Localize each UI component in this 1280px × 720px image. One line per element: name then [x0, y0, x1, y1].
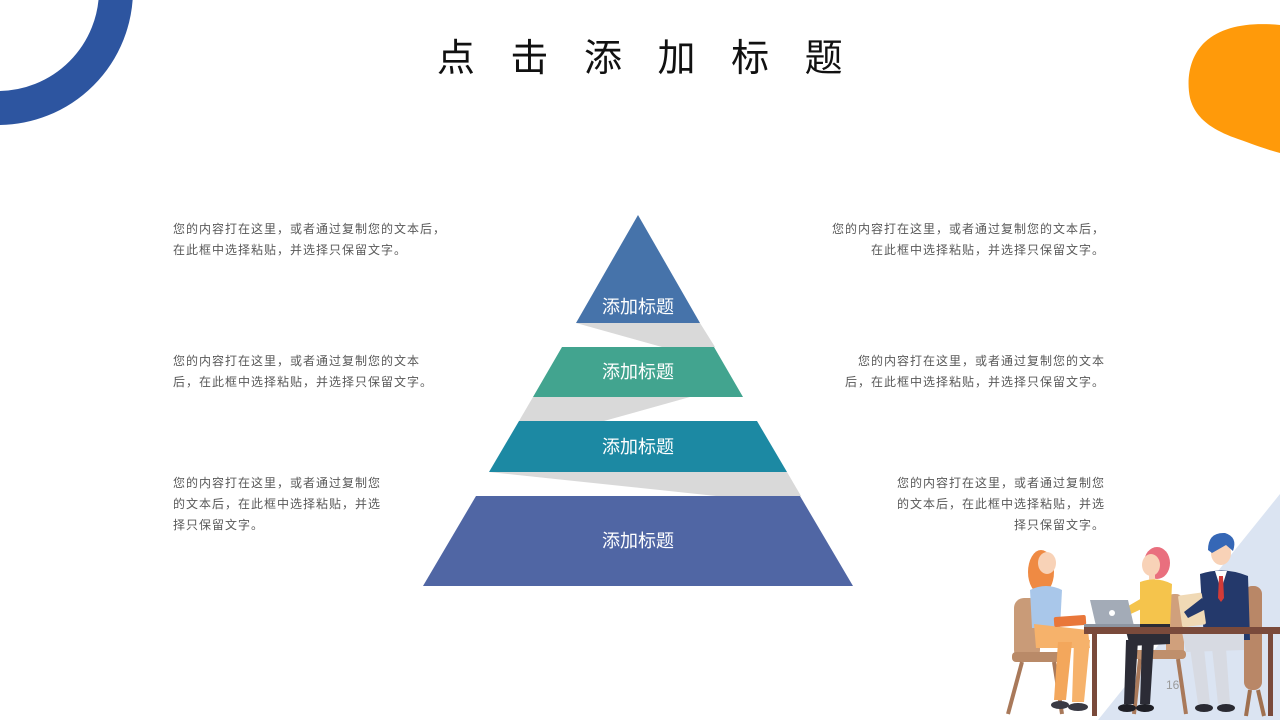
note-line: 择只保留文字。 — [1013, 518, 1105, 532]
note-line: 您的内容打在这里，或者通过复制您的文本 — [857, 354, 1105, 368]
chair-leg — [1132, 658, 1142, 715]
note-line: 在此框中选择粘贴，并选择只保留文字。 — [870, 243, 1105, 257]
orange-blob — [1188, 24, 1280, 153]
shirt — [1140, 579, 1172, 628]
chair-leg — [1244, 689, 1252, 717]
face — [1142, 554, 1160, 576]
note-left-1: 您的内容打在这里，或者通过复制您的文本后， 在此框中选择粘贴，并选择只保留文字。 — [173, 219, 446, 261]
hair — [1208, 532, 1235, 553]
man-figure — [1178, 532, 1250, 712]
pyramid-level-1 — [576, 215, 700, 323]
shoe — [1195, 704, 1213, 712]
chair-leg — [1256, 689, 1266, 717]
woman-left-figure — [1028, 550, 1090, 711]
chair-leg — [1176, 658, 1188, 715]
leg — [1190, 648, 1210, 704]
note-left-2: 您的内容打在这里，或者通过复制您的文本 后，在此框中选择粘贴，并选择只保留文字。 — [173, 351, 433, 393]
desk — [1084, 627, 1280, 716]
arm — [1184, 598, 1208, 618]
chair-seat — [1130, 650, 1186, 659]
tie — [1218, 576, 1224, 602]
team-meeting-illustration — [1006, 532, 1280, 717]
leg — [1140, 640, 1154, 704]
shoe — [1051, 701, 1069, 709]
leg — [1212, 648, 1230, 704]
pyramid-level-2-label: 添加标题 — [602, 362, 674, 382]
note-line: 的文本后，在此框中选择粘贴，并选 — [173, 497, 382, 511]
leg — [1072, 640, 1090, 702]
pants — [1182, 632, 1244, 652]
laptop-base — [1084, 624, 1140, 627]
pyramid-diagram: 添加标题 添加标题 添加标题 添加标题 — [423, 215, 853, 586]
note-right-3: 您的内容打在这里，或者通过复制您 的文本后，在此框中选择粘贴，并选 择只保留文字… — [897, 473, 1105, 536]
chair-leg — [1006, 661, 1024, 715]
note-line: 择只保留文字。 — [173, 518, 265, 532]
pyramid-connector-1 — [576, 323, 715, 347]
leg — [1054, 642, 1072, 700]
note-line: 在此框中选择粘贴，并选择只保留文字。 — [173, 243, 408, 257]
note-line: 您的内容打在这里，或者通过复制您的文本后， — [173, 222, 447, 236]
note-right-1: 您的内容打在这里，或者通过复制您的文本后， 在此框中选择粘贴，并选择只保留文字。 — [832, 219, 1105, 261]
shoe — [1217, 704, 1235, 712]
note-right-2: 您的内容打在这里，或者通过复制您的文本 后，在此框中选择粘贴，并选择只保留文字。 — [845, 351, 1105, 393]
desk-top — [1084, 627, 1280, 634]
laptop-logo — [1109, 610, 1115, 616]
note-line: 后，在此框中选择粘贴，并选择只保留文字。 — [173, 375, 434, 389]
desk-leg — [1092, 634, 1097, 716]
pyramid-level-4 — [423, 496, 853, 586]
note-line: 的文本后，在此框中选择粘贴，并选 — [896, 497, 1105, 511]
desk-leg — [1268, 634, 1273, 716]
pyramid-level-1-label: 添加标题 — [602, 297, 674, 317]
neck — [1149, 574, 1155, 582]
note-line: 您的内容打在这里，或者通过复制您 — [173, 476, 382, 490]
laptop-icon — [1084, 600, 1140, 627]
shirt — [1030, 586, 1062, 628]
note-line: 您的内容打在这里，或者通过复制您的文本 — [173, 354, 421, 368]
pyramid-level-2 — [533, 347, 743, 397]
pyramid-level-3 — [489, 421, 787, 472]
note-line: 后，在此框中选择粘贴，并选择只保留文字。 — [844, 375, 1105, 389]
note-left-3: 您的内容打在这里，或者通过复制您 的文本后，在此框中选择粘贴，并选 择只保留文字… — [173, 473, 381, 536]
slide-title: 点 击 添 加 标 题 — [436, 38, 856, 80]
face — [1038, 552, 1056, 574]
page-number: 16 — [1166, 678, 1180, 692]
pyramid-connector-3 — [489, 472, 801, 496]
shoe — [1118, 704, 1136, 712]
chair-seat — [1012, 652, 1064, 662]
shoe — [1068, 703, 1088, 711]
suit-jacket — [1200, 570, 1250, 640]
leg — [1124, 640, 1138, 704]
note-line: 您的内容打在这里，或者通过复制您 — [896, 476, 1105, 490]
book — [1053, 615, 1087, 627]
pyramid-connector-2 — [519, 397, 690, 421]
note-line: 您的内容打在这里，或者通过复制您的文本后， — [831, 222, 1105, 236]
pyramid-level-3-label: 添加标题 — [602, 437, 674, 457]
shoe — [1136, 704, 1154, 712]
pyramid-level-4-label: 添加标题 — [602, 531, 674, 551]
